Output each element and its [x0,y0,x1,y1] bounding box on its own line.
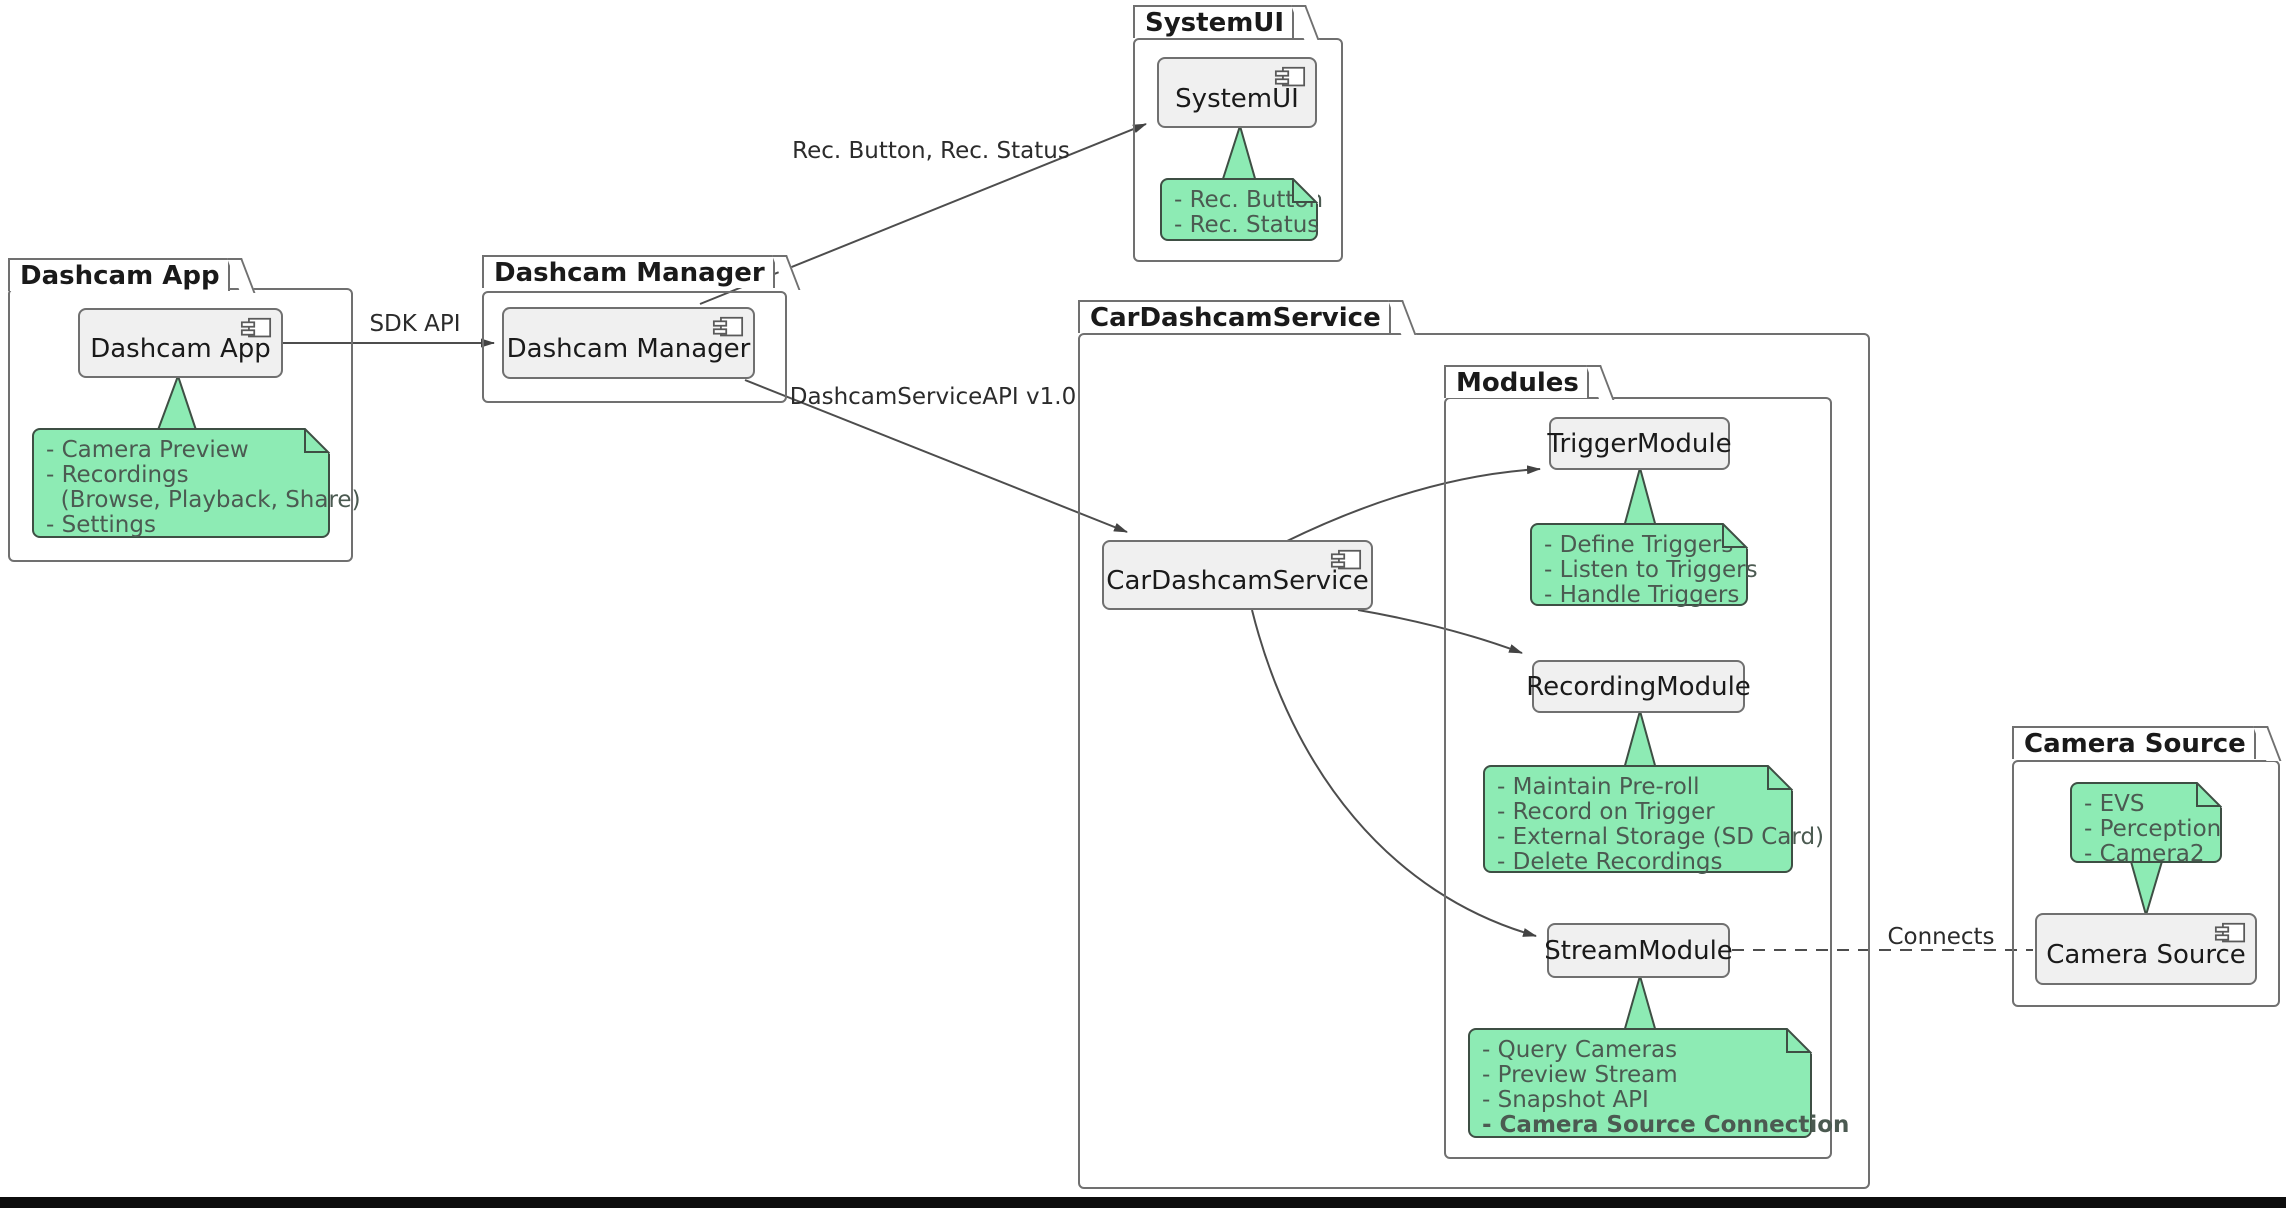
note-line: - Query Cameras [1482,1037,1678,1063]
note-line: - Record on Trigger [1497,799,1715,825]
note-line: - External Storage (SD Card) [1497,824,1825,850]
package-camera-source [2012,760,2280,1007]
note-line: - Delete Recordings [1497,849,1723,875]
component-dashcam-manager[interactable]: Dashcam Manager [502,307,755,379]
note-line: - Camera2 [2084,841,2205,867]
note-fold-icon [1292,178,1318,204]
note-line: - Perception [2084,816,2222,842]
note-line: - Preview Stream [1482,1062,1678,1088]
package-cardashcamservice-title: CarDashcamService [1078,300,1391,333]
component-icon [1330,549,1362,570]
component-label: StreamModule [1544,935,1733,966]
bottom-bar [0,1197,2286,1208]
note-camera-source: - EVS - Perception - Camera2 [2070,782,2222,867]
note-systemui: - Rec. Button - Rec. Status [1160,178,1324,241]
component-label: Dashcam Manager [506,334,751,364]
component-camera-source[interactable]: Camera Source [2035,913,2257,985]
note-line: - Rec. Button [1174,187,1324,213]
component-recordingmodule[interactable]: RecordingModule [1526,660,1751,713]
note-line: - EVS [2084,791,2145,817]
note-line: - Camera Source Connection [1482,1112,1850,1138]
package-camera-source-title: Camera Source [2012,726,2256,759]
component-icon [1274,66,1306,87]
package-cardashcamservice [1078,333,1870,1189]
component-dashcam-app[interactable]: Dashcam App [78,308,283,378]
component-icon [2214,922,2246,943]
component-label: RecordingModule [1526,671,1751,702]
note-recordingmodule: - Maintain Pre-roll - Record on Trigger … [1483,765,1825,875]
edge-carservice-to-triggermodule [1284,465,1541,543]
note-line: - Camera Preview [46,437,249,463]
component-label: CarDashcamService [1106,566,1369,596]
note-line: - Handle Triggers [1544,582,1740,608]
note-fold-icon [1722,523,1748,549]
note-fold-icon [1786,1028,1812,1054]
note-line: - Define Triggers [1544,532,1734,558]
package-modules [1444,397,1832,1159]
component-streammodule[interactable]: StreamModule [1544,923,1733,978]
component-label: SystemUI [1175,83,1299,114]
package-modules-title: Modules [1444,365,1589,398]
note-fold-icon [1767,765,1793,791]
note-line: - Rec. Status [1174,212,1320,238]
component-icon [240,317,272,338]
edge-label-dashcamserviceapi: DashcamServiceAPI v1.0 [789,384,1077,410]
note-line: - Listen to Triggers [1544,557,1758,583]
note-line: - Settings [46,512,156,538]
note-line: - Recordings [46,462,189,488]
component-triggermodule[interactable]: TriggerModule [1547,417,1732,470]
edge-label-connects: Connects [1887,924,1995,950]
edge-manager-to-carservice [744,379,1128,533]
edge-label-rec-button-status: Rec. Button, Rec. Status [792,138,1070,164]
note-streammodule: - Query Cameras - Preview Stream - Snaps… [1468,1028,1850,1138]
note-line: (Browse, Playback, Share) [46,487,361,513]
component-icon [712,316,744,337]
package-dashcam-app-title: Dashcam App [8,258,230,291]
package-systemui-title: SystemUI [1133,5,1295,38]
note-line: - Snapshot API [1482,1087,1649,1113]
note-fold-icon [304,428,330,454]
component-label: Dashcam App [90,334,271,364]
edge-label-sdk-api: SDK API [369,311,461,337]
package-systemui [1133,38,1343,262]
component-label: Camera Source [2046,940,2246,970]
edge-carservice-to-streammodule [1251,609,1537,937]
note-line: - Maintain Pre-roll [1497,774,1700,800]
component-systemui[interactable]: SystemUI [1157,57,1317,128]
component-label: TriggerModule [1547,428,1732,459]
component-cardashcamservice[interactable]: CarDashcamService [1102,540,1373,610]
note-fold-icon [2196,782,2222,808]
note-dashcam-app: - Camera Preview - Recordings (Browse, P… [32,428,361,538]
note-triggermodule: - Define Triggers - Listen to Triggers -… [1530,523,1758,608]
package-dashcam-manager-title: Dashcam Manager [482,255,775,288]
